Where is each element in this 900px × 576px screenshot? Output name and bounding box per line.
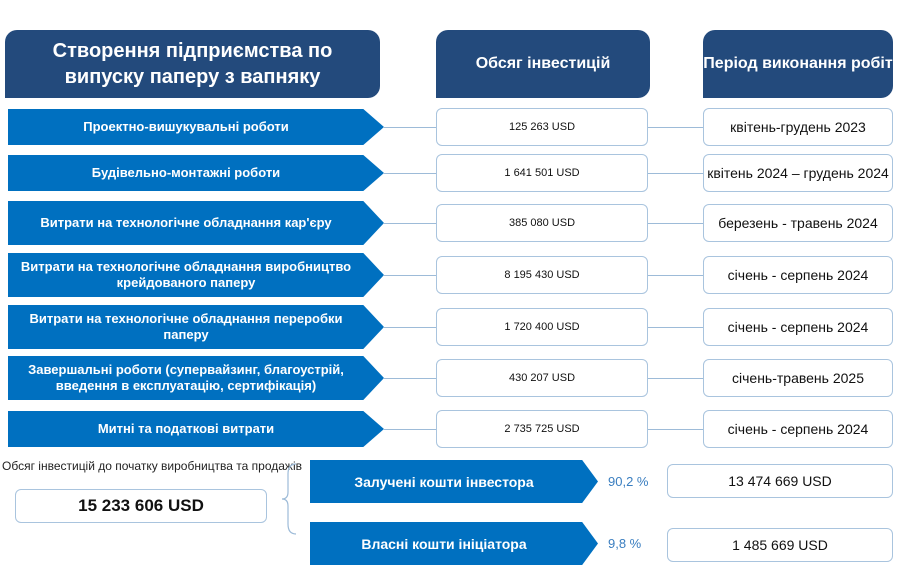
- connector-line: [648, 327, 703, 328]
- connector-line: [384, 429, 436, 430]
- investment-amount: 430 207 USD: [436, 359, 648, 397]
- connector-line: [648, 223, 703, 224]
- investment-amount: 1 720 400 USD: [436, 308, 648, 346]
- funding-source-label: Залучені кошти інвестора: [310, 460, 598, 503]
- connector-line: [384, 378, 436, 379]
- connector-line: [384, 275, 436, 276]
- period-value: січень - серпень 2024: [703, 410, 893, 448]
- funding-percent: 9,8 %: [608, 536, 642, 551]
- work-item-label: Витрати на технологічне обладнання перер…: [8, 305, 384, 349]
- period-value: січень - серпень 2024: [703, 308, 893, 346]
- period-value: січень - серпень 2024: [703, 256, 893, 294]
- brace-icon: [281, 463, 297, 535]
- connector-line: [648, 378, 703, 379]
- period-value: січень-травень 2025: [703, 359, 893, 397]
- connector-line: [648, 275, 703, 276]
- connector-line: [384, 223, 436, 224]
- investment-amount: 1 641 501 USD: [436, 154, 648, 192]
- investment-amount: 2 735 725 USD: [436, 410, 648, 448]
- work-item-label: Витрати на технологічне обладнання вироб…: [8, 253, 384, 297]
- funding-amount: 1 485 669 USD: [667, 528, 893, 562]
- connector-line: [384, 327, 436, 328]
- investment-header: Обсяг інвестицій: [436, 30, 650, 98]
- period-header: Період виконання робіт: [703, 30, 893, 98]
- investment-amount: 8 195 430 USD: [436, 256, 648, 294]
- period-value: березень - травень 2024: [703, 204, 893, 242]
- period-value: квітень 2024 – грудень 2024: [703, 154, 893, 192]
- project-title: Створення підприємства по випуску паперу…: [5, 30, 380, 98]
- investment-amount: 125 263 USD: [436, 108, 648, 146]
- work-item-label: Митні та податкові витрати: [8, 411, 384, 447]
- connector-line: [384, 127, 436, 128]
- funding-source-label: Власні кошти ініціатора: [310, 522, 598, 565]
- connector-line: [648, 173, 703, 174]
- investment-amount: 385 080 USD: [436, 204, 648, 242]
- work-item-label: Завершальні роботи (супервайзинг, благоу…: [8, 356, 384, 400]
- work-item-label: Витрати на технологічне обладнання кар'є…: [8, 201, 384, 245]
- total-caption: Обсяг інвестицій до початку виробництва …: [2, 459, 302, 473]
- work-item-label: Проектно-вишукувальні роботи: [8, 109, 384, 145]
- work-item-label: Будівельно-монтажні роботи: [8, 155, 384, 191]
- total-value: 15 233 606 USD: [15, 489, 267, 523]
- connector-line: [648, 127, 703, 128]
- connector-line: [384, 173, 436, 174]
- period-value: квітень-грудень 2023: [703, 108, 893, 146]
- funding-percent: 90,2 %: [608, 474, 649, 489]
- connector-line: [648, 429, 703, 430]
- funding-amount: 13 474 669 USD: [667, 464, 893, 498]
